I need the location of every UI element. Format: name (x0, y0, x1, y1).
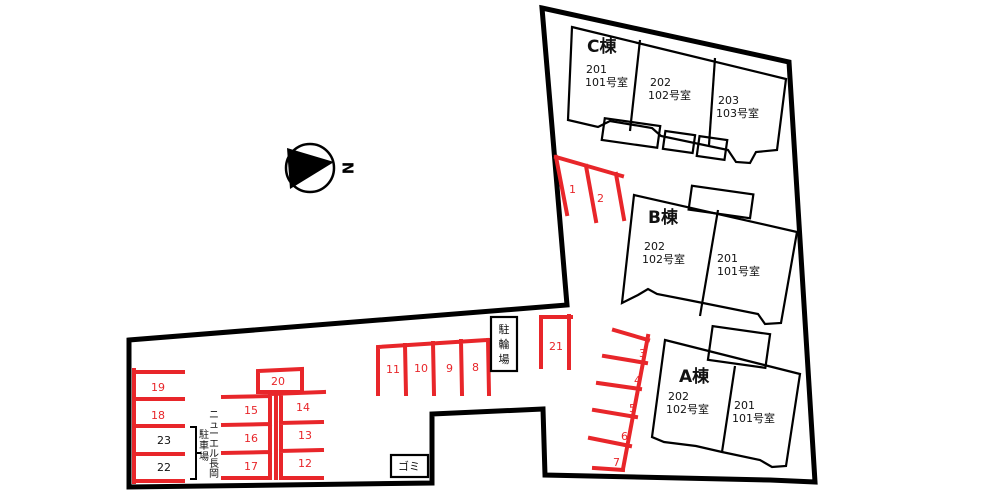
parking-spot-20: 20 (271, 375, 285, 388)
parking-spot-14: 14 (296, 401, 310, 414)
building-c-unit3-lower: 103号室 (716, 106, 759, 120)
building-b-name: B棟 (648, 207, 679, 228)
building-a-unit1-lower: 102号室 (666, 402, 709, 416)
svg-text:駐: 駐 (199, 428, 209, 441)
svg-text:ニ: ニ (209, 410, 219, 421)
svg-text:ー: ー (209, 429, 219, 440)
parking-spot-2: 2 (597, 192, 604, 205)
svg-text:車: 車 (199, 439, 209, 452)
svg-text:ル: ル (209, 449, 219, 460)
parking-spot-5: 5 (629, 402, 636, 415)
parking-spot-6: 6 (621, 430, 628, 443)
north-arrow-icon: N (284, 142, 357, 194)
parking-spot-1: 1 (569, 183, 576, 196)
building-b-unit1-upper: 202 (644, 240, 665, 253)
building-a-name: A棟 (679, 366, 710, 387)
parking-spot-18: 18 (151, 409, 165, 422)
parking-spot-9: 9 (446, 362, 453, 375)
parking-bracket (190, 426, 201, 480)
building-a-unit2-upper: 201 (734, 399, 755, 412)
site-boundary (126, 4, 818, 490)
building-b (620, 184, 799, 326)
parking-spot-19: 19 (151, 381, 165, 394)
compass-label: N (339, 162, 357, 175)
building-c-unit3-upper: 203 (718, 94, 739, 107)
svg-text:岡: 岡 (209, 468, 219, 480)
building-a (650, 324, 802, 469)
svg-text:エ: エ (209, 439, 219, 450)
building-b-unit2-lower: 101号室 (717, 264, 760, 278)
walkway-line (431, 407, 546, 414)
parking-spot-21: 21 (549, 340, 563, 353)
parking-spot-7: 7 (613, 456, 620, 469)
new-el-parking-label: ニ ュ ー エ ル 長 岡 駐 車 場 (199, 410, 219, 480)
parking-spot-13: 13 (298, 429, 312, 442)
building-c-unit2-upper: 202 (650, 76, 671, 89)
svg-text:ュ: ュ (209, 420, 219, 431)
building-c-unit2-lower: 102号室 (648, 88, 691, 102)
parking-spot-23: 23 (157, 434, 171, 447)
parking-lines (132, 154, 651, 484)
bicycle-parking-char-3: 場 (499, 353, 510, 366)
parking-spot-22: 22 (157, 461, 171, 474)
building-b-unit1-lower: 102号室 (642, 252, 685, 266)
svg-text:場: 場 (199, 450, 209, 463)
building-c-name: C棟 (587, 36, 617, 57)
parking-spot-4: 4 (634, 374, 641, 387)
bicycle-parking-box (489, 315, 519, 373)
parking-spot-11: 11 (386, 363, 400, 376)
parking-spot-10: 10 (414, 362, 428, 375)
garbage-label: ゴミ (398, 459, 420, 473)
parking-spot-15: 15 (244, 404, 258, 417)
building-c-unit1-upper: 201 (586, 63, 607, 76)
bicycle-parking-char-2: 輪 (499, 337, 510, 351)
parking-spot-3: 3 (639, 347, 646, 360)
building-a-unit2-lower: 101号室 (732, 411, 775, 425)
bicycle-parking-char-1: 駐 (499, 322, 510, 336)
garbage-box (389, 453, 430, 479)
svg-text:長: 長 (209, 458, 219, 470)
parking-spot-16: 16 (244, 432, 258, 445)
building-b-unit2-upper: 201 (717, 252, 738, 265)
parking-spot-12: 12 (298, 457, 312, 470)
parking-spot-8: 8 (472, 361, 479, 374)
parking-spot-17: 17 (244, 460, 258, 473)
building-c (566, 25, 788, 165)
building-a-unit1-upper: 202 (668, 390, 689, 403)
building-c-unit1-lower: 101号室 (585, 75, 628, 89)
